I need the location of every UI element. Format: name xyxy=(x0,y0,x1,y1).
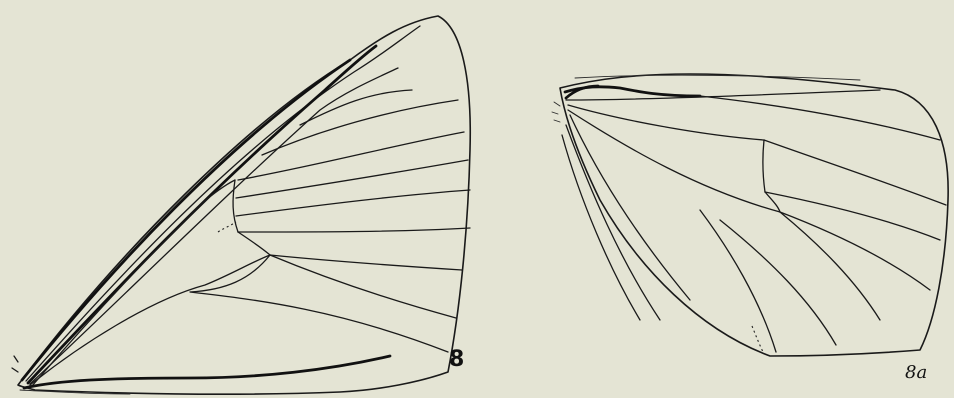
forewing xyxy=(12,16,470,394)
hindwing-anal-vein-3 xyxy=(562,135,640,320)
hindwing xyxy=(552,74,948,356)
forewing-anal-vein xyxy=(24,356,390,388)
forewing-vein-m2 xyxy=(270,255,462,270)
hindwing-discocellular-upper xyxy=(763,140,765,192)
forewing-vein-r2 xyxy=(236,190,470,216)
forewing-figure-label: 8 xyxy=(449,349,464,371)
forewing-sector-vein xyxy=(300,90,412,125)
hindwing-vein-rs xyxy=(764,140,946,205)
forewing-outline xyxy=(18,16,470,394)
forewing-sector-vein-2 xyxy=(262,100,458,155)
hindwing-figure-label: 8a xyxy=(905,364,927,382)
hindwing-base-marks xyxy=(552,102,560,122)
forewing-base-marks xyxy=(12,356,18,372)
hindwing-median-vein xyxy=(568,110,780,212)
forewing-radius-vein xyxy=(28,46,376,383)
forewing-vein-r1 xyxy=(236,160,468,198)
hindwing-vein-m2 xyxy=(780,212,930,290)
hindwing-vein-cu2 xyxy=(700,210,776,352)
hindwing-vein-r xyxy=(700,96,940,140)
forewing-dotted-vein xyxy=(218,222,236,232)
forewing-vein-m3 xyxy=(270,255,456,318)
hindwing-vein-m3 xyxy=(780,212,880,320)
forewing-discal-cell-lower xyxy=(238,232,270,255)
forewing-vein-m1 xyxy=(238,228,470,232)
forewing-cubitus-vein xyxy=(30,255,270,385)
forewing-vein-cu xyxy=(190,255,448,352)
forewing-radius-branch xyxy=(30,68,398,384)
hindwing-anal-vein-1 xyxy=(570,115,690,300)
hindwing-vein-cu1 xyxy=(720,220,836,345)
hindwing-outline xyxy=(560,74,948,356)
hindwing-radius-vein xyxy=(568,105,764,140)
forewing-subcosta-vein xyxy=(26,26,420,381)
